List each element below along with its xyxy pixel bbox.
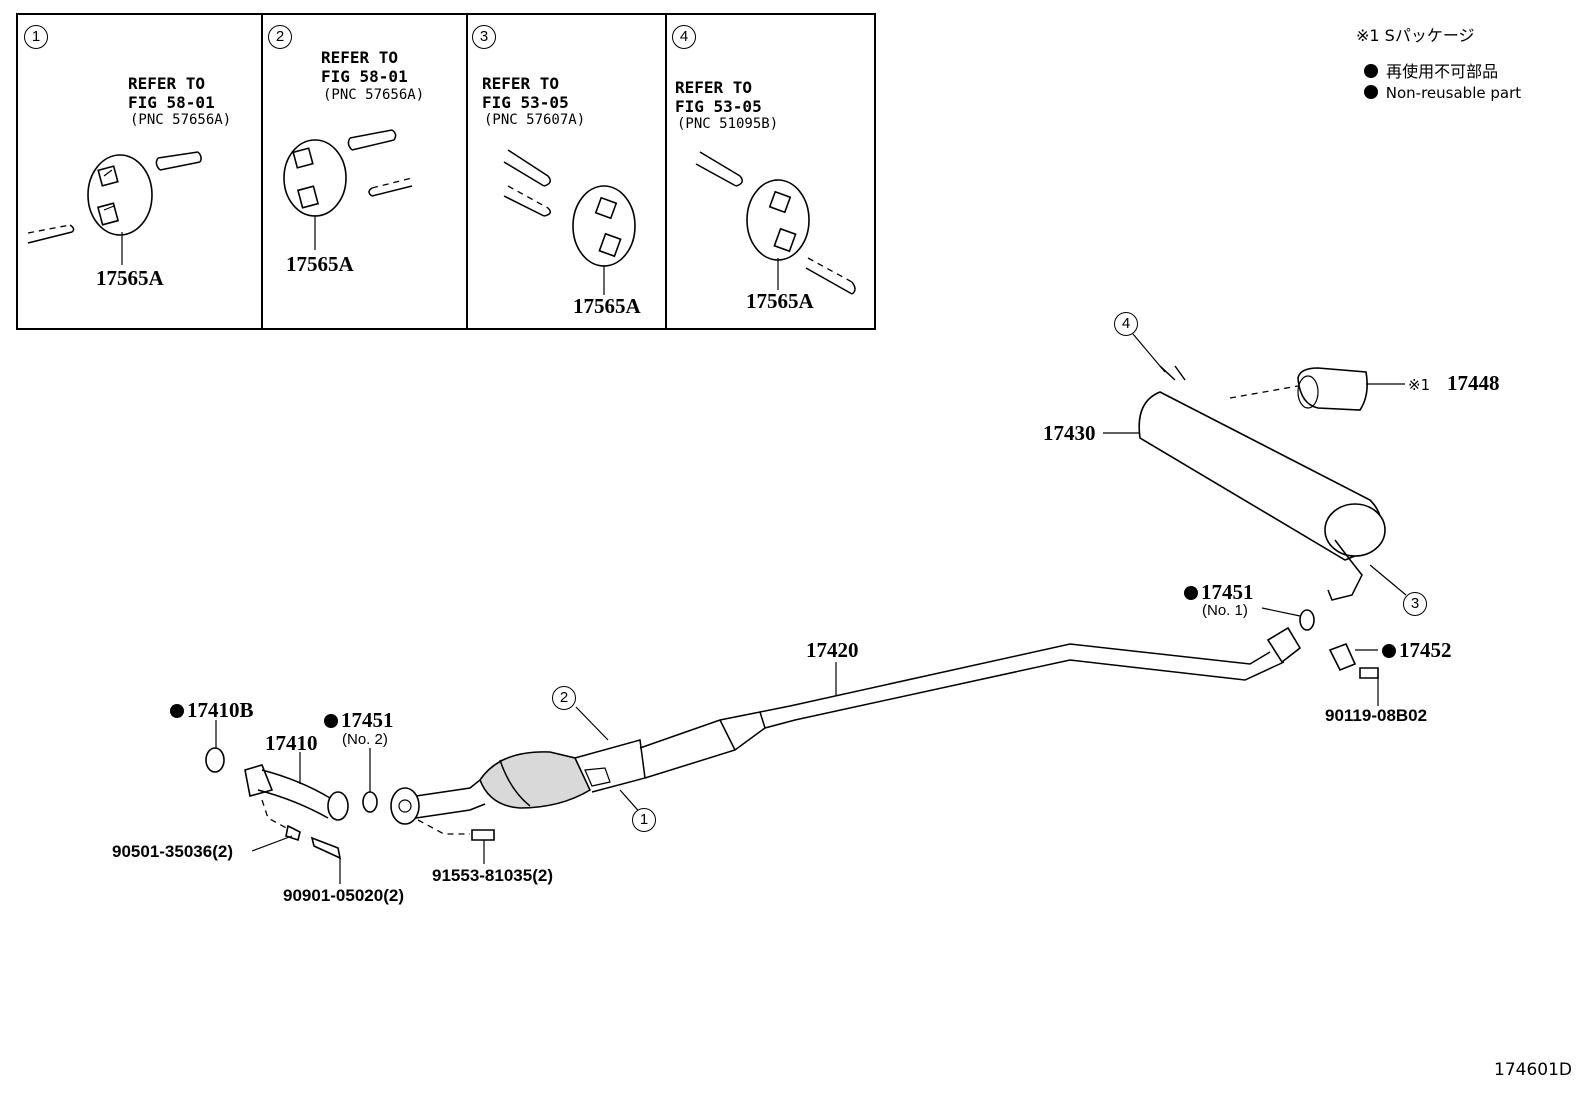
panel-3-fig[interactable]: FIG 53-05 <box>482 93 569 112</box>
nonreusable-dot-icon <box>324 714 338 728</box>
part-17451-no1-sub: (No. 1) <box>1202 602 1248 619</box>
exhaust-pipe-17420 <box>390 626 1302 825</box>
hanger-drawing-3 <box>503 149 636 295</box>
hanger-drawing-4 <box>695 151 856 295</box>
legend-spackage: ※1 Sパッケージ <box>1356 26 1475 45</box>
nonreusable-dot-icon <box>1364 85 1378 99</box>
panel-number-2: 2 <box>268 25 292 49</box>
part-90501-35036[interactable]: 90501-35036(2) <box>112 842 233 861</box>
panel-number-4: 4 <box>672 25 696 49</box>
part-17448-mark: ※1 <box>1408 376 1431 394</box>
legend-nonreusable-jp-text: 再使用不可部品 <box>1386 62 1499 81</box>
leader-lines <box>215 333 1407 884</box>
nonreusable-dot-icon <box>170 704 184 718</box>
panel-1-fig[interactable]: FIG 58-01 <box>128 93 215 112</box>
part-17451-no2-sub: (No. 2) <box>342 731 388 748</box>
part-90119-08b02[interactable]: 90119-08B02 <box>1325 706 1428 725</box>
panel-1-refer: REFER TO <box>128 74 206 93</box>
panel-3-refer: REFER TO <box>482 74 560 93</box>
part-17451-no2-number: 17451 <box>341 708 394 732</box>
detail-panel-2 <box>261 13 466 330</box>
part-17451-no2[interactable]: 17451 <box>324 708 394 733</box>
callout-hanger-3[interactable]: 3 <box>1403 592 1427 616</box>
part-17452-number: 17452 <box>1399 638 1452 662</box>
legend-nonreusable-jp: 再使用不可部品 <box>1364 58 1498 82</box>
detail-panel-1 <box>16 13 261 330</box>
panel-2-fig[interactable]: FIG 58-01 <box>321 67 408 86</box>
panel-number-1: 1 <box>24 25 48 49</box>
callout-hanger-4[interactable]: 4 <box>1114 312 1138 336</box>
nonreusable-dot-icon <box>1184 586 1198 600</box>
legend-nonreusable-en: Non-reusable part <box>1364 84 1521 102</box>
panel-4-refer: REFER TO <box>675 78 753 97</box>
part-17451-no1[interactable]: 17451 <box>1184 580 1254 605</box>
part-17420[interactable]: 17420 <box>806 638 859 662</box>
nonreusable-dot-icon <box>1382 644 1396 658</box>
panel-4-pnc: (PNC 51095B) <box>677 116 779 132</box>
part-17430[interactable]: 17430 <box>1043 421 1096 445</box>
legend-nonreusable-en-text: Non-reusable part <box>1385 84 1522 102</box>
panel-2-refer: REFER TO <box>321 48 399 67</box>
front-pipe-17410 <box>205 747 495 860</box>
part-17410[interactable]: 17410 <box>265 731 318 755</box>
part-90901-05020[interactable]: 90901-05020(2) <box>283 886 404 905</box>
detail-panel-4 <box>665 13 876 330</box>
callout-hanger-2[interactable]: 2 <box>552 686 576 710</box>
figure-id: 174601D <box>1494 1060 1572 1080</box>
part-17448[interactable]: 17448 <box>1447 371 1500 395</box>
part-17452[interactable]: 17452 <box>1382 638 1452 663</box>
part-17410b-number: 17410B <box>187 698 254 722</box>
part-17410b[interactable]: 17410B <box>170 698 254 723</box>
panel-2-pnc: (PNC 57656A) <box>323 87 425 103</box>
hanger-drawing-1 <box>27 151 202 265</box>
panel-1-part[interactable]: 17565A <box>96 266 164 290</box>
panel-4-part[interactable]: 17565A <box>746 289 814 313</box>
hanger-drawing-2 <box>283 129 413 250</box>
detail-panel-3 <box>466 13 665 330</box>
panel-4-fig[interactable]: FIG 53-05 <box>675 97 762 116</box>
panel-3-pnc: (PNC 57607A) <box>484 112 586 128</box>
part-91553-81035[interactable]: 91553-81035(2) <box>432 866 553 885</box>
panel-1-pnc: (PNC 57656A) <box>130 112 232 128</box>
muffler-17430 <box>1138 365 1386 679</box>
callout-hanger-1[interactable]: 1 <box>632 808 656 832</box>
nonreusable-dot-icon <box>1364 64 1378 78</box>
panel-number-3: 3 <box>472 25 496 49</box>
panel-2-part[interactable]: 17565A <box>286 252 354 276</box>
part-17451-no1-number: 17451 <box>1201 580 1254 604</box>
panel-3-part[interactable]: 17565A <box>573 294 641 318</box>
